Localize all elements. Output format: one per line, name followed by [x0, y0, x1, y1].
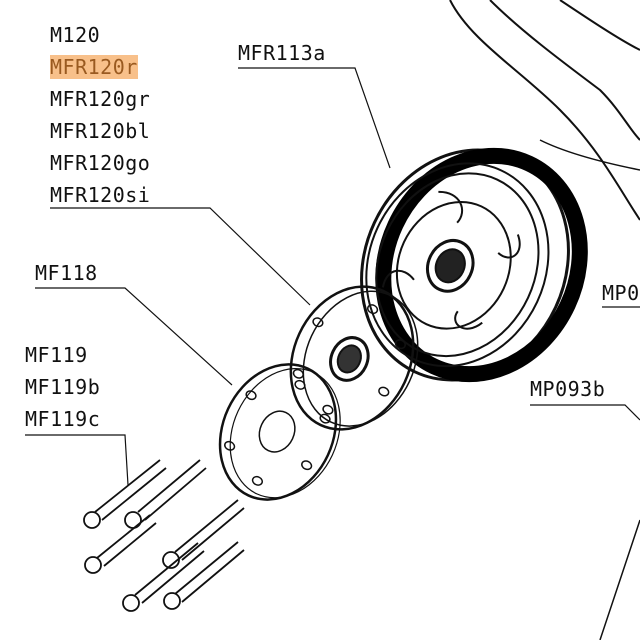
bolts-mf119[interactable]	[83, 459, 245, 612]
part-label-mf119[interactable]: MF119	[25, 343, 88, 367]
part-label-mf119c[interactable]: MF119c	[25, 407, 101, 431]
leader-lines	[25, 67, 640, 486]
part-label-mfr120gr[interactable]: MFR120gr	[50, 87, 151, 111]
part-label-mf118[interactable]: MF118	[35, 261, 98, 285]
part-label-mfr120go[interactable]: MFR120go	[50, 151, 151, 175]
plate-mf118[interactable]	[199, 345, 361, 520]
part-label-m120[interactable]: M120	[50, 23, 101, 47]
part-label-mfr120r[interactable]: MFR120r	[50, 55, 138, 79]
part-label-mp093b[interactable]: MP093b	[530, 377, 606, 401]
part-label-mf119b[interactable]: MF119b	[25, 375, 101, 399]
plate-mfr120[interactable]	[268, 266, 439, 451]
part-label-mfr120bl[interactable]: MFR120bl	[50, 119, 151, 143]
part-label-mfr113a[interactable]: MFR113a	[238, 41, 326, 65]
part-label-mp0[interactable]: MP0	[602, 281, 640, 305]
frame-outline	[449, 0, 640, 221]
part-label-mfr120si[interactable]: MFR120si	[50, 183, 151, 207]
wheel-mfr113a[interactable]	[325, 115, 615, 419]
